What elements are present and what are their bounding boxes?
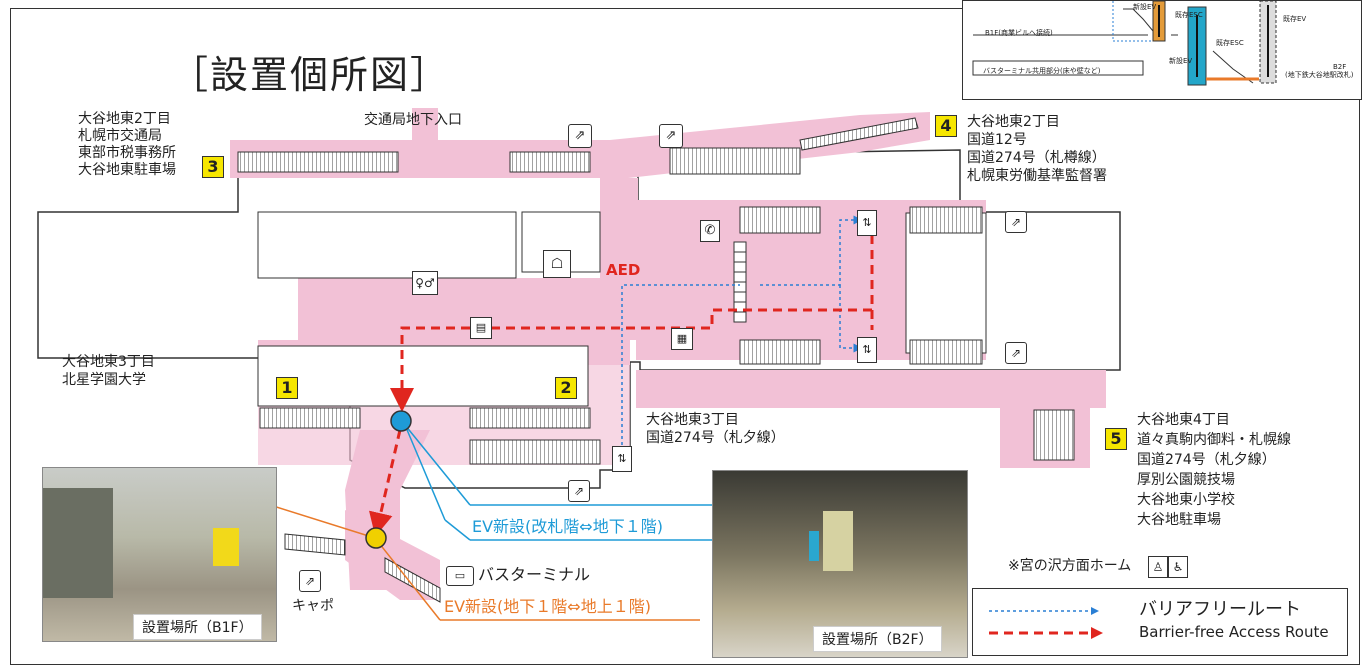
- stairs-exit3: [237, 151, 399, 173]
- map-title: ［設置個所図］: [170, 53, 451, 97]
- stairs-mid: [469, 439, 601, 465]
- exit3-label-line1: 大谷地東2丁目: [78, 111, 171, 127]
- legend-en: Barrier-free Access Route: [1139, 623, 1329, 641]
- photo-b1f-wall: [43, 488, 113, 598]
- new-ev-orange-marker: [365, 527, 387, 549]
- escalator-icon: ⇗: [299, 570, 321, 592]
- exit-badge-1: 1: [276, 377, 298, 399]
- red-route-1: [402, 235, 874, 400]
- elevator-icon: ⇅: [857, 210, 877, 236]
- photo-b2f-caption: 設置場所（B2F）: [813, 626, 942, 652]
- exit3-label-line2: 札幌市交通局: [78, 128, 162, 144]
- photo-b1f-sign: [213, 528, 239, 566]
- room-west: [257, 211, 517, 279]
- escalator-icon: ⇗: [568, 480, 590, 502]
- exit5-label-line2: 道々真駒内御料・札幌線: [1137, 432, 1291, 448]
- accessible-icon: ♿: [1168, 556, 1188, 578]
- stairs-north-2: [669, 147, 801, 175]
- fare-adjust-icon: ▦: [671, 328, 693, 350]
- inset-existing-ev-label: 既存EV: [1283, 15, 1307, 23]
- person-icon: ♙: [1148, 556, 1168, 578]
- inset-new-ev-label: 新設EV: [1133, 3, 1157, 11]
- kotsu-entrance-label: 交通局地下入口: [364, 112, 462, 128]
- photo-b1f-caption: 設置場所（B1F）: [133, 614, 262, 640]
- stairs-exit1: [259, 407, 361, 429]
- escalator-icon: ⇗: [1005, 342, 1027, 364]
- elevator-icon: ⇅: [857, 337, 877, 363]
- phone-icon: ✆: [700, 220, 720, 242]
- photo-b1f: 設置場所（B1F）: [42, 467, 277, 642]
- photo-b2f-corridor-end: [823, 511, 853, 571]
- gate-room: [257, 345, 589, 407]
- platform-void: [905, 212, 987, 354]
- exit4-label-line1: 大谷地東2丁目: [967, 114, 1060, 130]
- photo-b2f: 設置場所（B2F）: [712, 470, 968, 658]
- legend: バリアフリールート Barrier-free Access Route: [972, 588, 1348, 656]
- elevator-icon: ⇅: [612, 446, 632, 472]
- exit4-label-line2: 国道12号: [967, 132, 1027, 148]
- new-ev-blue-marker: [390, 410, 412, 432]
- exit5-label-line4: 厚別公園競技場: [1137, 472, 1235, 488]
- stairs-exit2: [469, 407, 591, 429]
- concourse: [298, 278, 638, 340]
- stairs-exit4: [799, 117, 919, 151]
- inset-b2f-sub-label: (地下鉄大谷地駅改札): [1285, 71, 1354, 79]
- stairs-exit5: [1033, 409, 1075, 461]
- exit-mid-label-line2: 国道274号（札夕線）: [646, 430, 785, 446]
- exit4-label-line4: 札幌東労働基準監督署: [967, 168, 1107, 184]
- exit-badge-3: 3: [202, 156, 224, 178]
- stairs-platform-4: [909, 339, 983, 365]
- exit-badge-2: 2: [555, 377, 577, 399]
- aed-label: AED: [606, 261, 641, 279]
- exit4-label-line3: 国道274号（札樽線）: [967, 150, 1106, 166]
- stairs-north-1: [509, 151, 591, 173]
- elevation-inset: 新設EV 既存ESC 既存EV B1F(商業ビルへ接続) 既存ESC 新設EV …: [962, 0, 1362, 100]
- exit-badge-5: 5: [1105, 428, 1127, 450]
- exit5-label-line1: 大谷地東4丁目: [1137, 412, 1230, 428]
- inset-esc-label: 既存ESC: [1175, 11, 1203, 19]
- exit5-label-line6: 大谷地駐車場: [1137, 512, 1221, 528]
- exit1-label-line2: 北星学園大学: [62, 372, 146, 388]
- stairs-platform-3: [739, 339, 821, 365]
- inset-diagram: [972, 0, 1277, 86]
- exit-badge-4: 4: [935, 115, 957, 137]
- exit3-label-line4: 大谷地東駐車場: [78, 162, 176, 178]
- stairs-platform-1: [739, 206, 821, 234]
- legend-lines: [989, 607, 1103, 639]
- inset-new-ev2-label: 新設EV: [1169, 57, 1193, 65]
- escalator-icon: ⇗: [568, 124, 592, 148]
- inset-bus-shared-label: バスターミナル共用部分(床や壁など): [983, 67, 1101, 75]
- blue-route-3: [839, 285, 863, 353]
- bus-icon: ▭: [446, 566, 474, 586]
- exit3-label-line3: 東部市税事務所: [78, 145, 176, 161]
- ticket-machine-icon: ▤: [470, 317, 492, 339]
- kotsu-entrance-floor: [412, 108, 438, 143]
- stairs-kyapo: [284, 533, 346, 556]
- photo-b2f-elevator: [809, 531, 819, 561]
- station-office-icon: ☖: [543, 250, 571, 278]
- map-frame: [10, 8, 1360, 665]
- red-route-2: [369, 429, 402, 537]
- inset-esc2-label: 既存ESC: [1216, 39, 1244, 47]
- restroom-icon: ♀♂: [412, 271, 438, 295]
- exit-mid-label-line1: 大谷地東3丁目: [646, 412, 739, 428]
- escalator-icon: ⇗: [659, 124, 683, 148]
- new-ev-blue-label: EV新設(改札階⇔地下１階): [472, 517, 663, 536]
- platform-note: ※宮の沢方面ホーム: [1008, 558, 1132, 574]
- inset-b2f-label: B2F: [1333, 63, 1347, 71]
- exit5-label-line5: 大谷地東小学校: [1137, 492, 1235, 508]
- stairs-platform-2: [909, 206, 983, 234]
- exit5-label-line3: 国道274号（札夕線）: [1137, 452, 1276, 468]
- escalator-icon: ⇗: [1005, 211, 1027, 233]
- new-ev-orange-label: EV新設(地下１階⇔地上１階): [444, 597, 651, 616]
- bus-terminal-label: バスターミナル: [478, 565, 591, 584]
- inset-b1f-label: B1F(商業ビルへ接続): [985, 29, 1053, 37]
- kyapo-label: キャポ: [292, 598, 334, 614]
- exit1-label-line1: 大谷地東3丁目: [62, 354, 155, 370]
- legend-jp: バリアフリールート: [1139, 599, 1301, 620]
